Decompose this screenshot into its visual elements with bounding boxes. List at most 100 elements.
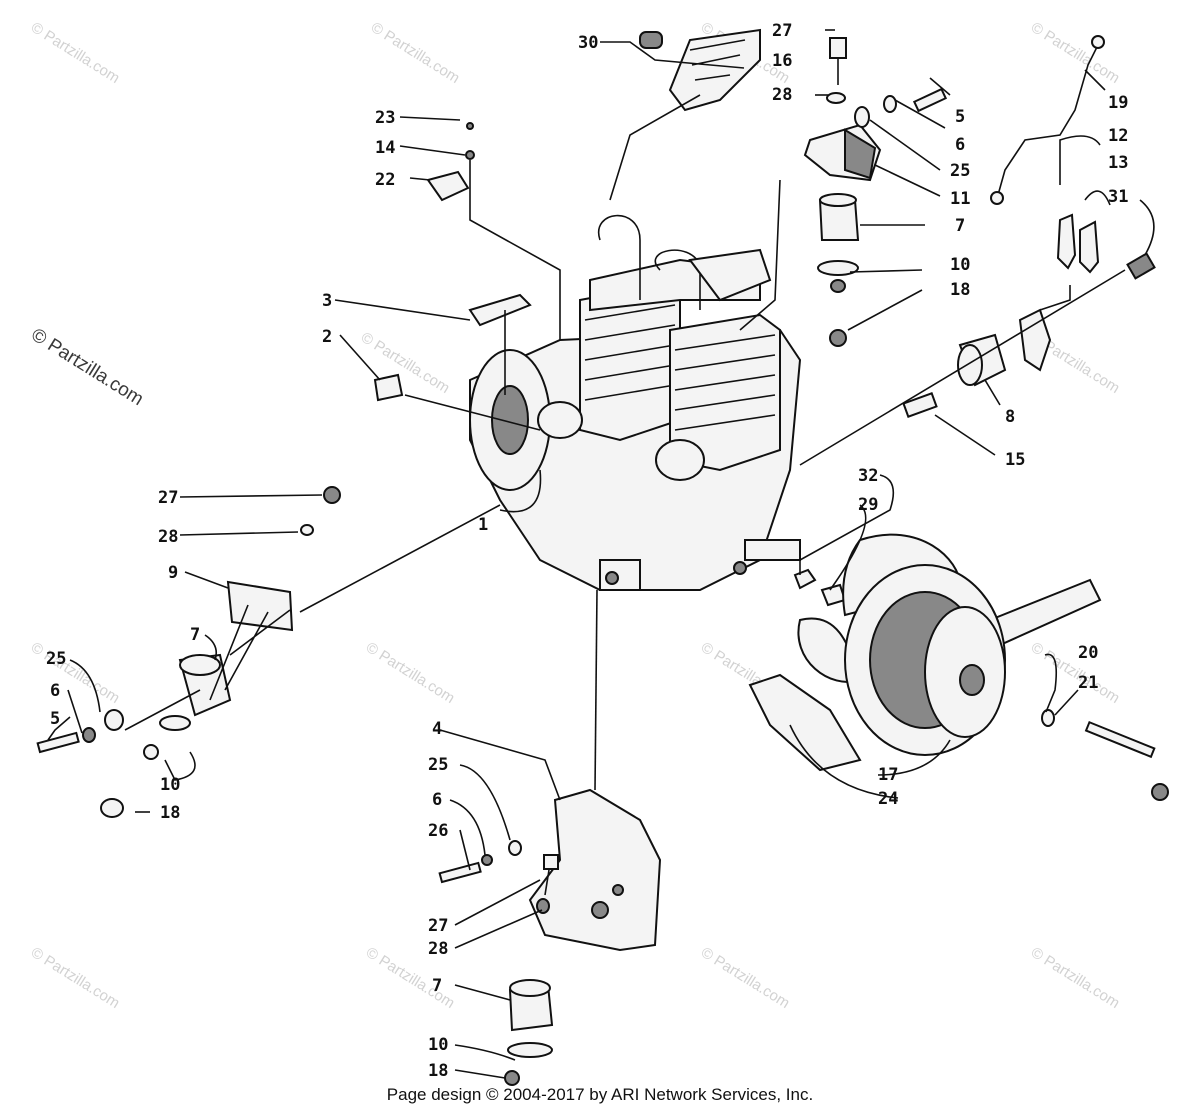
washer-14 [465, 150, 475, 160]
engine-assembly [469, 214, 802, 591]
callout-30: 30 [578, 33, 598, 53]
callout-7: 7 [190, 625, 200, 645]
callout-28: 28 [428, 939, 448, 959]
washer-28b [300, 524, 314, 536]
crankshaft-output [744, 539, 801, 561]
spacer-15 [902, 392, 938, 418]
callout-5: 5 [955, 107, 965, 127]
callout-28: 28 [772, 85, 792, 105]
watermark: © Partzilla.com [1028, 19, 1123, 87]
engine-mount-bracket-4 [528, 788, 662, 952]
callout-10: 10 [950, 255, 970, 275]
decal-3 [468, 293, 532, 327]
callout-27: 27 [772, 21, 792, 41]
callout-10: 10 [160, 775, 180, 795]
callout-19: 19 [1108, 93, 1128, 113]
callout-25: 25 [428, 755, 448, 775]
callout-7: 7 [955, 216, 965, 236]
callout-21: 21 [1078, 673, 1098, 693]
washer-6b [82, 727, 96, 743]
callout-labels: 30 16 27 28 5 6 25 11 7 10 18 19 12 13 3… [46, 21, 1128, 1081]
washer-10a [817, 260, 859, 276]
drive-belt-lower [748, 673, 862, 772]
callout-13: 13 [1108, 153, 1128, 173]
intake-port-1 [537, 401, 583, 439]
callout-29: 29 [858, 495, 878, 515]
nut-18c [504, 1070, 520, 1086]
watermark: © Partzilla.com [358, 329, 453, 397]
callout-8: 8 [1005, 407, 1015, 427]
callout-14: 14 [375, 138, 395, 158]
callout-9: 9 [168, 563, 178, 583]
callout-17: 17 [878, 765, 898, 785]
callout-23: 23 [375, 108, 395, 128]
nut-18a-upper [830, 279, 846, 293]
bolt-31 [1126, 252, 1156, 280]
callout-16: 16 [772, 51, 792, 71]
callout-25: 25 [950, 161, 970, 181]
plate-bracket [1018, 308, 1052, 372]
washer-6a [883, 95, 897, 113]
intake-port-2 [655, 439, 705, 481]
callout-12: 12 [1108, 126, 1128, 146]
callout-25: 25 [46, 649, 66, 669]
nut-18a [829, 329, 847, 347]
bolt-21 [1084, 720, 1156, 759]
callout-1: 1 [478, 515, 488, 535]
drive-belt-upper [988, 578, 1102, 647]
callout-32: 32 [858, 466, 878, 486]
nut-18b [100, 798, 124, 818]
watermark: © Partzilla.com [698, 944, 793, 1012]
callout-6: 6 [50, 681, 60, 701]
leader-lines [47, 29, 1155, 1079]
footer-copyright: Page design © 2004-2017 by ARI Network S… [386, 1085, 814, 1104]
callout-7: 7 [432, 976, 442, 996]
exhaust-manifold [688, 248, 772, 302]
callout-11: 11 [950, 189, 970, 209]
magneto-hub [491, 385, 529, 455]
gasket-22 [426, 170, 470, 202]
washer-25b [104, 709, 124, 731]
bracket-cover [668, 28, 761, 112]
bolt-5b [36, 731, 80, 754]
clip-12 [1056, 213, 1077, 270]
watermark: © Partzilla.com [368, 19, 463, 87]
decal-2 [373, 373, 404, 402]
watermark: © Partzilla.com [363, 639, 458, 707]
callout-6: 6 [955, 135, 965, 155]
callout-26: 26 [428, 821, 448, 841]
callout-4: 4 [432, 719, 442, 739]
bolt-head-27c [543, 854, 559, 870]
grommet-30 [639, 31, 663, 49]
callout-27: 27 [428, 916, 448, 936]
callout-27: 27 [158, 488, 178, 508]
washer-28c [536, 898, 550, 914]
washer-6c [481, 854, 493, 866]
callout-22: 22 [375, 170, 395, 190]
watermark: © Partzilla.com [28, 19, 123, 87]
callout-31: 31 [1108, 187, 1128, 207]
callout-18: 18 [950, 280, 970, 300]
bolt-head-27a [829, 37, 847, 59]
bolt-5a [912, 87, 948, 113]
ground-strap-19 [997, 44, 1099, 196]
callout-28: 28 [158, 527, 178, 547]
callout-15: 15 [1005, 450, 1025, 470]
washer-25a [854, 106, 870, 128]
callout-2: 2 [322, 327, 332, 347]
callout-18: 18 [428, 1061, 448, 1081]
callout-24: 24 [878, 789, 898, 809]
washer-10c [507, 1042, 553, 1058]
watermark: © Partzilla.com [28, 639, 123, 707]
washer-20 [1041, 709, 1055, 727]
watermark: © Partzilla.com [28, 944, 123, 1012]
watermark-side: © Partzilla.com [27, 324, 147, 410]
callout-6: 6 [432, 790, 442, 810]
washer-28a [826, 92, 846, 104]
bolt-26 [438, 861, 482, 884]
watermark: © Partzilla.com [1028, 639, 1123, 707]
spacer-29 [820, 583, 847, 607]
callout-5: 5 [50, 709, 60, 729]
screw-23 [466, 122, 474, 130]
